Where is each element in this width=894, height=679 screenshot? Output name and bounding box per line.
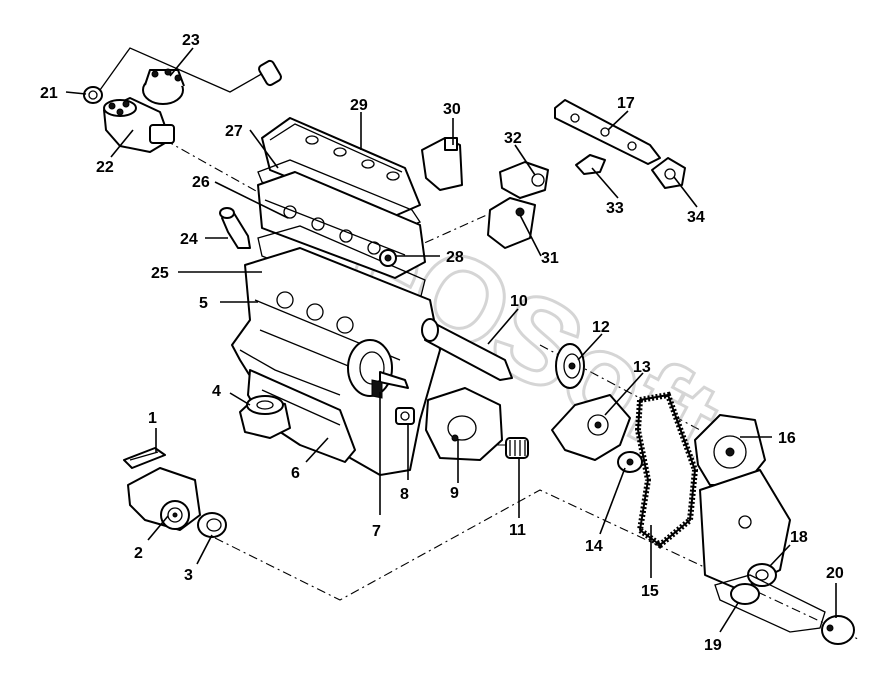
part-9-front-cover [425, 387, 503, 461]
callout-33: 33 [606, 200, 624, 217]
part-14-belt-tensioner [617, 451, 643, 473]
callout-12: 12 [592, 319, 610, 336]
part-28-thermostat-housing [379, 249, 397, 267]
callout-9: 9 [450, 485, 459, 502]
part-7-crankshaft [347, 339, 409, 399]
part-22-distributor [103, 97, 175, 153]
callout-24: 24 [180, 231, 198, 248]
callout-31: 31 [541, 250, 559, 267]
callout-11: 11 [509, 522, 526, 539]
callout-25: 25 [151, 265, 169, 282]
callout-10: 10 [510, 293, 528, 310]
part-30-mounting-bracket [421, 137, 463, 191]
part-18-crank-pulley [747, 563, 777, 587]
callout-23: 23 [182, 32, 200, 49]
callout-14: 14 [585, 538, 603, 555]
part-34-coolant-fitting [651, 157, 686, 189]
callout-28: 28 [446, 249, 464, 266]
part-1-gasket [123, 447, 166, 469]
part-31-engine-mount [487, 197, 536, 249]
part-15-timing-belt [634, 391, 699, 549]
callout-19: 19 [704, 637, 722, 654]
part-32-sensor-bracket [499, 161, 549, 199]
part-19-v-belt [714, 574, 826, 633]
part-23-distributor-cap [99, 47, 282, 105]
callout-7: 7 [372, 523, 381, 540]
part-27-cover-gasket [257, 159, 422, 233]
callout-32: 32 [504, 130, 522, 147]
callout-17: 17 [617, 95, 635, 112]
callout-6: 6 [291, 465, 300, 482]
callout-29: 29 [350, 97, 368, 114]
part-4-oil-filter [239, 395, 291, 439]
callout-labels: 1 2 3 4 5 6 7 8 9 10 11 12 13 14 15 16 1… [40, 32, 844, 654]
callout-4: 4 [212, 383, 221, 400]
callout-2: 2 [134, 545, 143, 562]
callout-18: 18 [790, 529, 808, 546]
part-20-pulley-nut [821, 615, 855, 645]
callout-15: 15 [641, 583, 659, 600]
part-8-seal-cover [395, 407, 415, 425]
callout-13: 13 [633, 359, 651, 376]
part-33-temperature-sensor [575, 154, 606, 175]
callout-22: 22 [96, 159, 114, 176]
callout-leaders [65, 47, 837, 633]
part-16-timing-cover [694, 414, 791, 591]
part-12-camshaft-sprocket [555, 343, 585, 389]
callout-20: 20 [826, 565, 844, 582]
part-13-water-pump [551, 394, 631, 461]
callout-30: 30 [443, 101, 461, 118]
callout-26: 26 [192, 174, 210, 191]
callout-21: 21 [40, 85, 58, 102]
part-11-roller [505, 437, 529, 459]
callout-5: 5 [199, 295, 208, 312]
callout-34: 34 [687, 209, 705, 226]
callout-27: 27 [225, 123, 243, 140]
callout-3: 3 [184, 567, 193, 584]
part-10-intermediate-shaft [421, 318, 513, 381]
part-17-fuel-rail [554, 99, 661, 165]
part-3-alternator-pulley [197, 512, 227, 538]
callout-16: 16 [778, 430, 796, 447]
part-2-alternator [127, 467, 201, 531]
part-19-pulley [730, 583, 760, 605]
part-24-coolant-elbow [219, 207, 251, 249]
callout-1: 1 [148, 410, 157, 427]
part-29-rocker-cover [261, 117, 421, 219]
callout-8: 8 [400, 486, 409, 503]
part-21-connector [83, 86, 103, 104]
